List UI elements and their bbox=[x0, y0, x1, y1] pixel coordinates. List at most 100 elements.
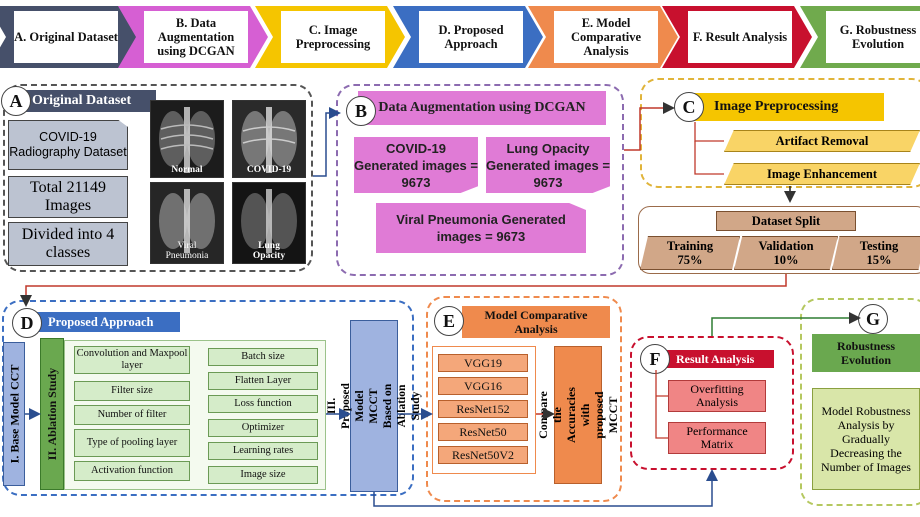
chest-xray-icon bbox=[233, 183, 305, 263]
image-enhancement-box: Image Enhancement bbox=[724, 163, 920, 185]
xray-covid-label: COVID-19 bbox=[246, 165, 292, 175]
panel-f-title: Result Analysis bbox=[676, 351, 755, 366]
robustness-desc-box: Model Robustness Analysis by Gradually D… bbox=[812, 388, 920, 490]
dataset-split-frame bbox=[638, 206, 920, 274]
panel-f-title-bar: Result Analysis bbox=[654, 350, 774, 368]
panel-e-letter: E bbox=[434, 306, 464, 336]
ablation-param: Optimizer bbox=[208, 418, 318, 437]
testing-pct: 15% bbox=[866, 253, 892, 267]
panel-b-title-bar: Data Augmentation using DCGAN bbox=[358, 91, 606, 125]
ablation-param: Batch size bbox=[208, 348, 318, 366]
ablation-param: Convolution and Maxpool layer bbox=[74, 346, 190, 374]
panel-g-title-box: Robustness Evolution bbox=[812, 334, 920, 372]
xray-viral: Viral Pneumonia bbox=[150, 182, 224, 264]
xray-normal: Normal bbox=[150, 100, 224, 178]
xray-covid: COVID-19 bbox=[232, 100, 306, 178]
step-chevron-d: D. Proposed Approach bbox=[393, 6, 543, 68]
ablation-param: Image size bbox=[208, 465, 318, 484]
ablation-param: Type of pooling layer bbox=[74, 429, 190, 457]
dataset-split-title: Dataset Split bbox=[751, 213, 821, 228]
viral-generated-text: Viral Pneumonia Generated images = 9673 bbox=[396, 212, 566, 244]
model-item: ResNet50 bbox=[438, 423, 528, 441]
step-chevron-e: E. Model Comparative Analysis bbox=[528, 6, 678, 68]
xray-lung-opacity: Lung Opacity bbox=[232, 182, 306, 264]
dataset-name-box: COVID-19 Radiography Dataset bbox=[8, 120, 128, 170]
image-enhancement-text: Image Enhancement bbox=[766, 166, 878, 181]
proposed-model-box: III. Proposed Model MCCT Based on Ablati… bbox=[326, 320, 422, 492]
total-images-box: Total 21149 Images bbox=[8, 176, 128, 218]
ablation-study-box: II. Ablation Study bbox=[40, 338, 64, 490]
validation-pct: 10% bbox=[773, 253, 799, 267]
panel-a-title-bar: Original Dataset bbox=[12, 90, 156, 112]
panel-b-frame bbox=[336, 84, 624, 276]
validation-box: Validation 10% bbox=[734, 236, 838, 270]
step-chevron-a: A. Original Dataset bbox=[0, 6, 138, 68]
panel-c-frame bbox=[640, 78, 920, 188]
panel-d-title: Proposed Approach bbox=[48, 314, 154, 329]
step-label: E. Model Comparative Analysis bbox=[554, 11, 658, 63]
panel-e-title: Model Comparative Analysis bbox=[484, 308, 588, 336]
covid-generated-text: COVID-19 Generated images = 9673 bbox=[354, 140, 478, 190]
model-item: ResNet152 bbox=[438, 400, 528, 418]
step-chevron-b: B. Data Augmentation using DCGAN bbox=[118, 6, 268, 68]
validation-label: Validation bbox=[758, 239, 814, 253]
step-chevron-g: G. Robustness Evolution bbox=[800, 6, 920, 68]
step-chevron-c: C. Image Preprocessing bbox=[255, 6, 405, 68]
panel-b-title: Data Augmentation using DCGAN bbox=[378, 100, 586, 115]
step-label: F. Result Analysis bbox=[688, 11, 792, 63]
classes-text: Divided into 4 classes bbox=[21, 226, 115, 261]
classes-box: Divided into 4 classes bbox=[8, 222, 128, 266]
step-label: A. Original Dataset bbox=[14, 11, 118, 63]
xray-normal-label: Normal bbox=[171, 165, 203, 175]
lung-generated-text: Lung Opacity Generated images = 9673 bbox=[486, 140, 610, 190]
training-label: Training bbox=[666, 239, 714, 253]
panel-d-title-bar: Proposed Approach bbox=[30, 312, 180, 332]
overfitting-box: Overfitting Analysis bbox=[668, 380, 766, 412]
step-chevron-f: F. Result Analysis bbox=[662, 6, 812, 68]
xray-lung-label: Lung Opacity bbox=[252, 241, 286, 261]
step-label: C. Image Preprocessing bbox=[281, 11, 385, 63]
ablation-param: Number of filter bbox=[74, 405, 190, 425]
panel-c-title-bar: Image Preprocessing bbox=[690, 93, 884, 121]
robustness-desc-text: Model Robustness Analysis by Gradually D… bbox=[821, 404, 911, 474]
panel-a-frame bbox=[3, 84, 313, 272]
performance-text: Performance Matrix bbox=[686, 424, 748, 451]
overfitting-text: Overfitting Analysis bbox=[690, 382, 744, 409]
base-model-box: I. Base Model CCT bbox=[3, 342, 25, 486]
ablation-param: Learning rates bbox=[208, 442, 318, 460]
chest-xray-icon bbox=[151, 183, 223, 263]
artifact-removal-box: Artifact Removal bbox=[724, 130, 920, 152]
dataset-name-text: COVID-19 Radiography Dataset bbox=[9, 130, 127, 159]
artifact-removal-text: Artifact Removal bbox=[775, 133, 869, 148]
training-box: Training 75% bbox=[640, 236, 740, 270]
xray-viral-label: Viral Pneumonia bbox=[165, 241, 209, 261]
ablation-param: Filter size bbox=[74, 381, 190, 401]
training-pct: 75% bbox=[677, 253, 703, 267]
step-label: G. Robustness Evolution bbox=[826, 11, 920, 63]
chest-xray-icon bbox=[233, 101, 305, 177]
testing-label: Testing bbox=[859, 239, 899, 253]
panel-c-title: Image Preprocessing bbox=[714, 99, 839, 114]
step-label: D. Proposed Approach bbox=[419, 11, 523, 63]
ablation-param: Activation function bbox=[74, 461, 190, 481]
panel-a-letter: A bbox=[1, 86, 31, 116]
model-item: VGG19 bbox=[438, 354, 528, 372]
testing-box: Testing 15% bbox=[832, 236, 920, 270]
model-item: ResNet50V2 bbox=[438, 446, 528, 464]
panel-b-letter: B bbox=[346, 96, 376, 126]
chest-xray-icon bbox=[151, 101, 223, 177]
model-item: VGG16 bbox=[438, 377, 528, 395]
panel-e-title-bar: Model Comparative Analysis bbox=[462, 306, 610, 338]
panel-f-letter: F bbox=[640, 344, 670, 374]
ablation-param: Loss function bbox=[208, 395, 318, 413]
panel-e-frame bbox=[426, 296, 622, 502]
panel-g-title: Robustness Evolution bbox=[836, 339, 896, 367]
dataset-split-title-box: Dataset Split bbox=[716, 211, 856, 231]
panel-d-letter: D bbox=[12, 308, 42, 338]
panel-g-frame bbox=[800, 298, 920, 506]
performance-box: Performance Matrix bbox=[668, 422, 766, 454]
viral-generated-box: Viral Pneumonia Generated images = 9673 bbox=[376, 203, 586, 253]
lung-generated-box: Lung Opacity Generated images = 9673 bbox=[486, 137, 610, 193]
